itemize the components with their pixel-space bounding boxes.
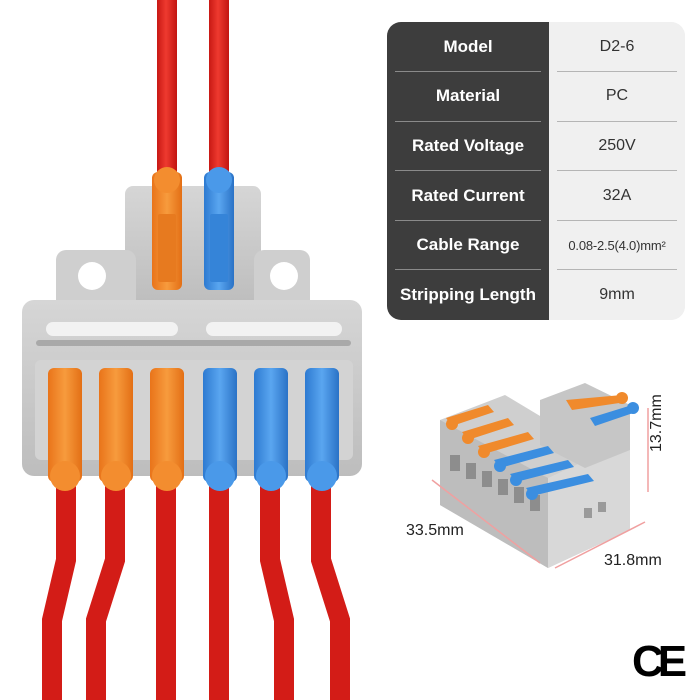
row-divider [387, 269, 685, 270]
output-wires [42, 480, 350, 700]
spec-value: 0.08-2.5(4.0)mm² [549, 220, 685, 270]
input-wires [157, 0, 229, 180]
row-divider [387, 121, 685, 122]
spec-value: D2-6 [549, 22, 685, 72]
spec-label: Cable Range [387, 220, 549, 270]
spec-row-stripping-length: Stripping Length 9mm [387, 270, 685, 320]
spec-label: Stripping Length [387, 270, 549, 320]
row-divider [387, 170, 685, 171]
row-divider [387, 220, 685, 221]
spec-label: Material [387, 71, 549, 122]
spec-row-cable-range: Cable Range 0.08-2.5(4.0)mm² [387, 220, 685, 270]
spec-value: 32A [549, 170, 685, 221]
spec-row-rated-voltage: Rated Voltage 250V [387, 121, 685, 171]
top-lever-blue [204, 167, 234, 290]
connector-isometric-view [440, 383, 639, 568]
ce-certification-mark: CE [632, 637, 687, 686]
top-lever-orange [152, 167, 182, 290]
spec-row-material: Material PC [387, 71, 685, 122]
row-divider [387, 71, 685, 72]
spec-row-model: Model D2-6 [387, 22, 685, 72]
dimension-lines [431, 408, 649, 569]
spec-value: 250V [549, 121, 685, 171]
spec-label: Model [387, 22, 549, 72]
spec-value: 9mm [549, 270, 685, 320]
dimension-depth-label: 31.8mm [604, 552, 662, 569]
spec-row-rated-current: Rated Current 32A [387, 170, 685, 221]
dimension-width-label: 33.5mm [406, 522, 464, 539]
spec-value: PC [549, 71, 685, 122]
spec-table: Model D2-6 Material PC Rated Voltage 250… [387, 22, 685, 320]
spec-label: Rated Voltage [387, 121, 549, 171]
bottom-levers [48, 368, 339, 491]
spec-label: Rated Current [387, 170, 549, 221]
dimension-height-label: 13.7mm [648, 394, 665, 452]
